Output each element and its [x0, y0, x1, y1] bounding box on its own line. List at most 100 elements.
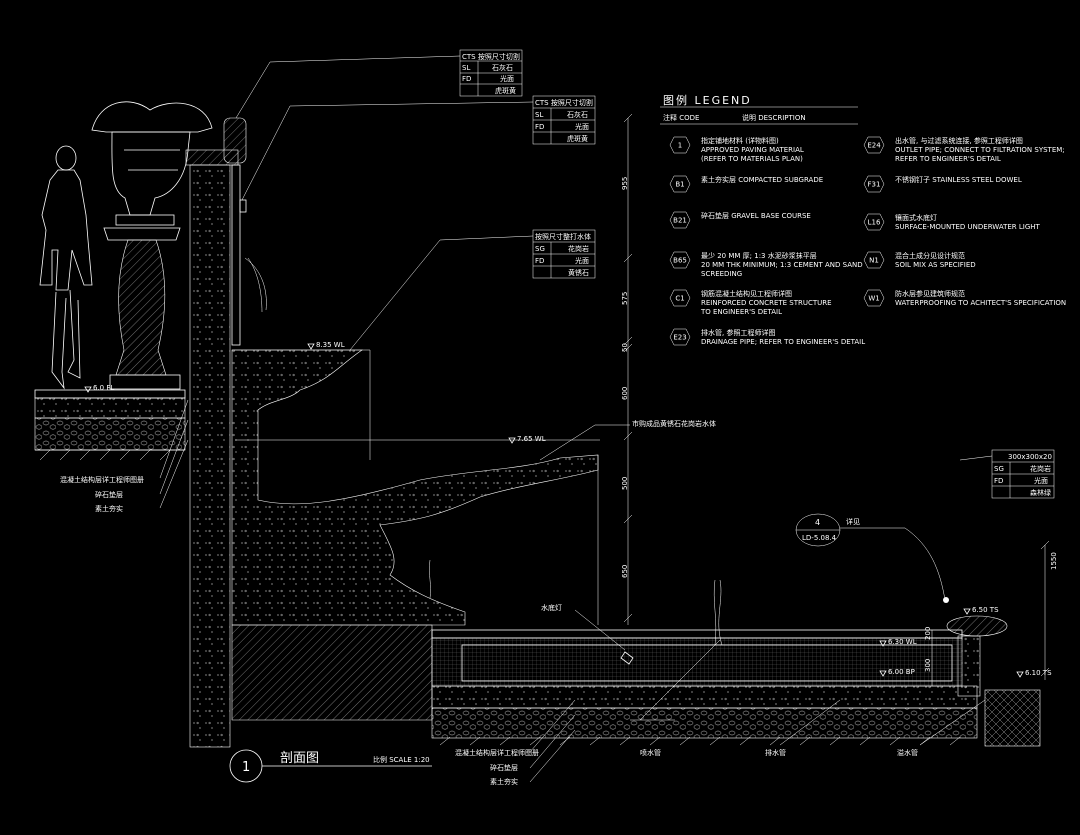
legend-col-desc: 说明 DESCRIPTION: [742, 113, 806, 122]
material-table-3: 按照尺寸整打水体 SG 花岗岩 FD 光面 黄锈石: [349, 229, 596, 351]
svg-text:虎斑黄: 虎斑黄: [495, 86, 516, 95]
svg-text:石灰石: 石灰石: [567, 110, 588, 119]
level-markers: [84, 343, 1024, 678]
legend-code: E23: [673, 334, 686, 342]
svg-text:按照尺寸整打水体: 按照尺寸整打水体: [535, 232, 591, 241]
legend-code-hexagon: [669, 289, 691, 307]
dim-50: 50: [621, 343, 629, 352]
detail-see-label: 详见: [846, 517, 860, 526]
svg-text:光面: 光面: [575, 122, 589, 131]
level-6-0-fl: 6.0 FL: [93, 384, 114, 392]
legend-description-line: REINFORCED CONCRETE STRUCTURE: [701, 299, 832, 307]
svg-text:光面: 光面: [1034, 476, 1048, 485]
svg-text:SG: SG: [994, 465, 1004, 473]
human-figure: [39, 145, 93, 390]
svg-text:花岗岩: 花岗岩: [1030, 464, 1051, 473]
level-6-00-bp: 6.00 BP: [888, 668, 915, 676]
svg-text:FD: FD: [535, 257, 544, 265]
legend-description-line: 出水管, 与过滤系统连接, 参照工程师详图: [895, 136, 1023, 145]
detail-reference: [795, 513, 949, 603]
legend-code-hexagon: [669, 328, 691, 346]
legend-code: W1: [868, 295, 879, 303]
legend-description-line: 镶面式水底灯: [895, 213, 937, 222]
legend-code: B65: [673, 257, 687, 265]
bottom-concrete-label: 混凝土结构层详工程师图册: [455, 748, 539, 757]
level-6-10-ts: 6.10 TS: [1025, 669, 1052, 677]
svg-text:石灰石: 石灰石: [492, 63, 513, 72]
svg-text:FD: FD: [535, 123, 544, 131]
legend-description-line: 排水管, 参照工程师详图: [701, 328, 775, 337]
legend-description-line: 钢筋混凝土结构见工程师详图: [701, 289, 792, 298]
svg-text:SL: SL: [535, 111, 543, 119]
left-paving: [34, 389, 186, 461]
svg-text:光面: 光面: [500, 74, 514, 83]
title-scale: 比例 SCALE 1:20: [373, 755, 430, 764]
legend-code: N1: [869, 257, 879, 265]
legend-description-line: 最少 20 MM 厚; 1:3 水泥砂浆抹平层: [701, 251, 817, 260]
spray-pipe-label: 喷水管: [640, 748, 661, 757]
dim-500: 500: [621, 477, 629, 490]
svg-text:虎斑黄: 虎斑黄: [567, 134, 588, 143]
legend-description-line: APPROVED PAVING MATERIAL: [701, 146, 804, 154]
legend-code: B21: [673, 217, 687, 225]
legend-description-line: REFER TO ENGINEER'S DETAIL: [895, 155, 1001, 163]
legend-description-line: WATERPROOFING TO ACHITECT'S SPECIFICATIO…: [895, 299, 1066, 307]
title-number: 1: [242, 760, 250, 775]
left-soil-label: 素土夯实: [95, 504, 123, 513]
underwater-light-label: 水底灯: [541, 603, 562, 612]
material-table-2: CTS 按照尺寸切割 SL 石灰石 FD 光面 虎斑黄: [241, 95, 596, 201]
level-7-65-wl: 7.65 WL: [517, 435, 546, 443]
legend-description-line: 混合土成分见设计规范: [895, 251, 965, 260]
svg-text:SG: SG: [535, 245, 545, 253]
drain-pipe-label: 排水管: [765, 748, 786, 757]
legend-description-line: OUTLET PIPE; CONNECT TO FILTRATION SYSTE…: [895, 146, 1065, 154]
legend-col-code: 注释 CODE: [663, 113, 699, 122]
detail-number: 4: [815, 518, 820, 527]
dim-650: 650: [621, 565, 629, 578]
svg-text:300x300x20: 300x300x20: [1008, 453, 1052, 461]
legend-description-line: 碎石垫层 GRAVEL BASE COURSE: [701, 211, 811, 220]
legend-code: 1: [678, 142, 682, 150]
legend-code: F31: [868, 181, 881, 189]
material-table-4: 300x300x20 SG 花岗岩 FD 光面 森林绿: [959, 449, 1055, 499]
svg-text:FD: FD: [462, 75, 471, 83]
legend-description-line: (REFER TO MATERIALS PLAN): [701, 155, 803, 163]
legend-code-hexagon: [863, 251, 885, 269]
legend-description-line: 素土夯实层 COMPACTED SUBGRADE: [701, 175, 823, 184]
svg-text:光面: 光面: [575, 256, 589, 265]
svg-text:黄锈石: 黄锈石: [568, 268, 589, 277]
title-block: [229, 749, 432, 783]
material-table-1: CTS 按照尺寸切割 SL 石灰石 FD 光面 虎斑黄: [235, 49, 523, 119]
svg-text:SL: SL: [462, 64, 470, 72]
main-wall: [185, 117, 267, 748]
svg-text:CTS 按照尺寸切割: CTS 按照尺寸切割: [462, 52, 520, 61]
legend-code: B1: [675, 181, 684, 189]
dim-300: 300: [924, 659, 932, 672]
legend-code-hexagon: [863, 289, 885, 307]
legend-code: C1: [675, 295, 684, 303]
legend-description-line: 指定铺地材料 (详物料图): [701, 136, 779, 145]
bottom-gravel-label: 碎石垫层: [490, 763, 518, 772]
granite-body-label: 市购成品黄锈石花岗岩水体: [632, 419, 716, 428]
dim-600: 600: [621, 387, 629, 400]
dim-955: 955: [621, 177, 629, 190]
lower-pool: [231, 559, 1041, 747]
detail-code: LD-5.08.4: [802, 534, 837, 542]
level-6-50-ts: 6.50 TS: [972, 606, 999, 614]
overflow-pipe-label: 溢水管: [897, 748, 918, 757]
granite-cascade: [231, 349, 600, 626]
legend-description-line: SCREEDING: [701, 270, 742, 278]
svg-text:花岗岩: 花岗岩: [568, 244, 589, 253]
legend-description-line: 不锈钢钉子 STAINLESS STEEL DOWEL: [895, 175, 1022, 184]
legend-code-hexagon: [669, 251, 691, 269]
legend-code-hexagon: [863, 136, 885, 154]
legend-code-hexagon: [669, 211, 691, 229]
legend-description-line: DRAINAGE PIPE; REFER TO ENGINEER'S DETAI…: [701, 338, 865, 346]
legend-code-hexagon: [863, 175, 885, 193]
legend-description-line: SOIL MIX AS SPECIFIED: [895, 261, 976, 269]
left-gravel-label: 碎石垫层: [95, 490, 123, 499]
pedestal: [103, 227, 181, 390]
legend: [660, 106, 858, 125]
